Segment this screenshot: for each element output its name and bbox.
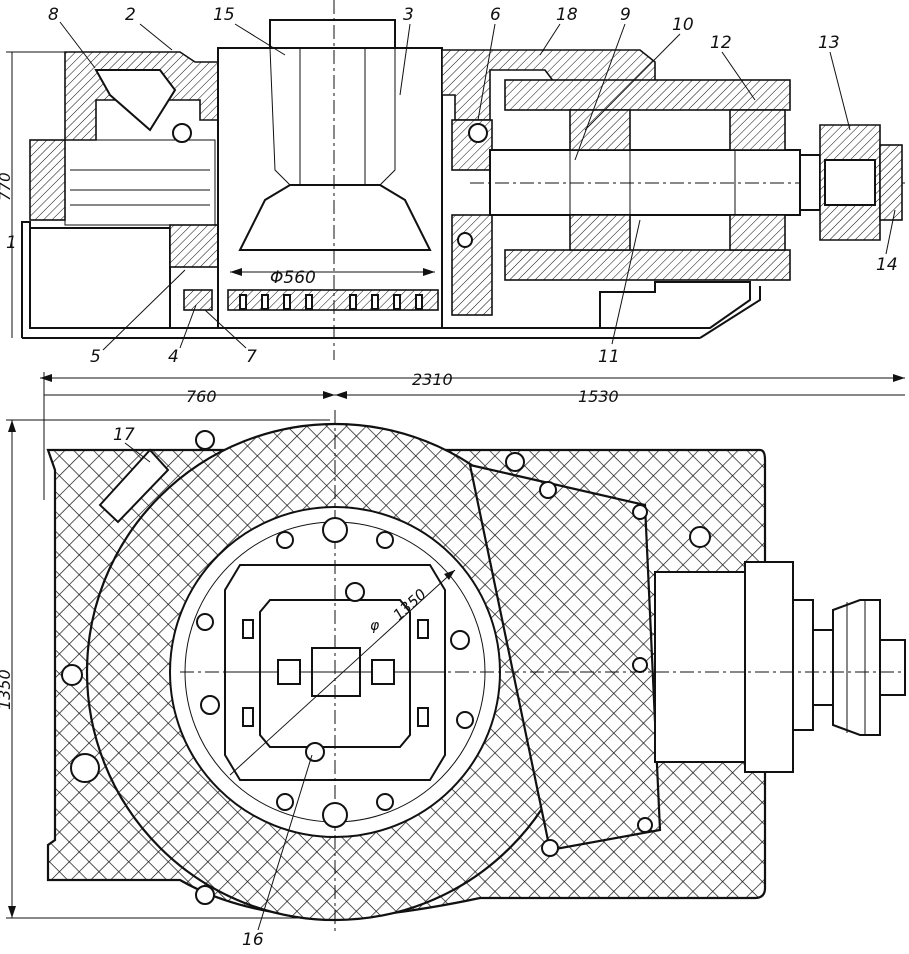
- label-1: 1: [6, 233, 17, 253]
- bolt-block-left: [183, 289, 213, 311]
- shaft-housing-bottom: [504, 249, 791, 281]
- bearing-housing-left: [169, 224, 219, 268]
- label-2: 2: [125, 5, 136, 25]
- oil-level-lines: [70, 169, 210, 206]
- label-18: 18: [556, 5, 578, 25]
- bearing-12: [729, 109, 786, 151]
- pulley-nut: [879, 144, 903, 221]
- section-view: [21, 0, 905, 360]
- bearing-11-low: [569, 214, 631, 251]
- dim-770: 770: [0, 51, 65, 338]
- base-slope: [699, 286, 761, 339]
- spindle-head-top: [269, 19, 396, 49]
- oil-filler-17: [98, 448, 170, 524]
- roller-right-lower: [457, 232, 473, 248]
- pulley-hub: [824, 159, 876, 206]
- table-ribs: [227, 289, 439, 311]
- housing-bolts: [61, 430, 711, 905]
- dim-760-text: 760: [186, 387, 217, 406]
- label-7: 7: [246, 347, 257, 367]
- label-3: 3: [403, 5, 414, 25]
- ring-gear-left: [94, 69, 177, 132]
- spindle-body: [269, 47, 396, 186]
- label-13: 13: [818, 33, 840, 53]
- label-15: 15: [213, 5, 235, 25]
- label-11: 11: [598, 347, 620, 367]
- dim-770-text: 770: [0, 172, 14, 201]
- label-16: 16: [242, 930, 264, 949]
- label-6: 6: [490, 5, 501, 25]
- dim-1350-depth-text: 1350: [0, 669, 14, 710]
- section-labels: 8 2 15 3 6 18 9 10 12 13 14 1 5 4 7 11: [6, 5, 898, 367]
- label-9: 9: [620, 5, 631, 25]
- roller-right: [468, 123, 488, 143]
- label-10: 10: [672, 15, 694, 35]
- pulley-plan: [832, 599, 881, 736]
- diameter-symbol: φ: [370, 618, 380, 634]
- lower-housing-right: [451, 214, 493, 316]
- tank-wall: [29, 139, 66, 221]
- dim-560: Φ560: [230, 268, 435, 288]
- dim-560-text: Φ560: [270, 268, 316, 288]
- base-plate: [21, 221, 751, 338]
- label-5: 5: [90, 347, 101, 367]
- label-12: 12: [710, 33, 732, 53]
- shaft-collar: [812, 629, 834, 706]
- table-holes: [196, 517, 474, 828]
- spindle-cone: [238, 184, 432, 251]
- oil-tank: [64, 139, 216, 226]
- rib-slots: [239, 294, 423, 310]
- diag-dim-line: [229, 569, 456, 776]
- plan-view: 2310 760 1530 1350: [0, 370, 906, 950]
- t-slots: [242, 619, 429, 727]
- dim-1530-text: 1530: [578, 387, 619, 406]
- shaft-housing-top: [504, 79, 791, 111]
- label-8: 8: [48, 5, 59, 25]
- label-14: 14: [876, 255, 898, 275]
- flange-plate: [792, 599, 814, 731]
- label-17: 17: [113, 425, 135, 445]
- lower-box: [29, 227, 171, 329]
- label-4: 4: [168, 347, 179, 367]
- dim-2310-text: 2310: [412, 370, 453, 389]
- roller-left: [172, 123, 192, 143]
- housing-extension: [468, 463, 662, 852]
- upper-housing-right: [441, 49, 656, 121]
- gearbox: [654, 571, 746, 763]
- gearbox-flange: [744, 561, 794, 773]
- pulley-end: [879, 639, 906, 696]
- bearing-9: [569, 109, 631, 151]
- bearing-12-low: [729, 214, 786, 251]
- shaft-end: [799, 154, 821, 211]
